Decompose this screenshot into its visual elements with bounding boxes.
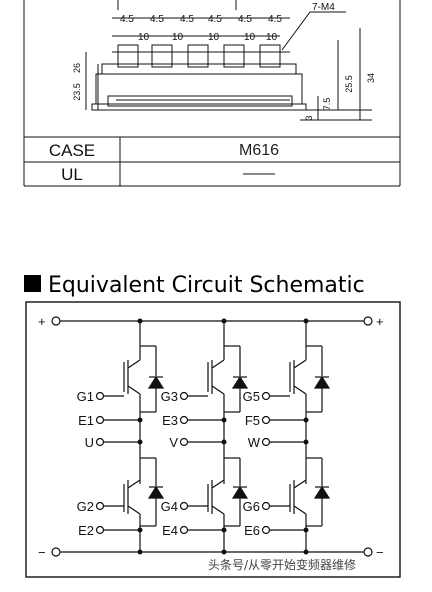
pitch-dim-2: 4.5 <box>150 14 164 25</box>
left-dim-26: 26 <box>72 63 82 73</box>
ul-label: UL <box>61 165 83 184</box>
gate-label-g4: G4 <box>161 499 178 514</box>
upper-emitter-labels: E1 E3 F5 <box>78 413 260 428</box>
gate-label-g3: G3 <box>161 389 178 404</box>
left-dim-23-5: 23.5 <box>72 83 82 101</box>
case-value: M616 <box>239 142 279 159</box>
right-dim-7-5: 7.5 <box>322 98 332 111</box>
phase-label-v: V <box>169 435 178 450</box>
left-dimensions: 26 23.5 <box>72 63 82 101</box>
minus-terminal-label: − <box>38 545 46 560</box>
schematic-title: Equivalent Circuit Schematic <box>48 273 365 298</box>
lower-gate-labels: G2 G4 G6 <box>77 499 260 514</box>
case-label: CASE <box>49 141 95 160</box>
title-square-icon <box>24 275 41 292</box>
pitch-dim-1: 4.5 <box>120 14 134 25</box>
schematic <box>25 301 401 578</box>
right-dim-3: 3 <box>304 115 314 120</box>
pitch-dimensions: 4.5 4.5 4.5 4.5 4.5 4.5 <box>120 14 282 25</box>
gate-label-g6: G6 <box>243 499 260 514</box>
pitch-dim-5: 4.5 <box>238 14 252 25</box>
emitter-label-e6: E6 <box>244 523 260 538</box>
mechanical-drawing <box>23 0 401 186</box>
gate-label-g2: G2 <box>77 499 94 514</box>
gate-label-g1: G1 <box>77 389 94 404</box>
emitter-label-e1: E1 <box>78 413 94 428</box>
width-dim-3: 10 <box>208 32 220 43</box>
pitch-dim-3: 4.5 <box>180 14 194 25</box>
screw-label: 7-M4 <box>312 2 335 13</box>
width-dim-1: 10 <box>138 32 150 43</box>
width-dimensions: 10 10 10 10 10 <box>138 32 278 43</box>
right-dim-34: 34 <box>366 73 376 83</box>
plus-terminal-label: + <box>38 314 46 329</box>
emitter-label-f5: F5 <box>245 413 260 428</box>
terminal-posts <box>112 44 290 68</box>
width-dim-2: 10 <box>172 32 184 43</box>
phase-label-w: W <box>248 435 261 450</box>
pitch-dim-6: 4.5 <box>268 14 282 25</box>
pitch-dim-4: 4.5 <box>208 14 222 25</box>
spec-table <box>24 136 400 187</box>
width-dim-4: 10 <box>244 32 256 43</box>
ul-value: —— <box>243 165 275 182</box>
emitter-label-e3: E3 <box>162 413 178 428</box>
emitter-label-e2: E2 <box>78 523 94 538</box>
phase-labels: U V W <box>85 435 261 450</box>
right-dim-25-5: 25.5 <box>344 75 354 93</box>
upper-gate-labels: G1 G3 G5 <box>77 389 260 404</box>
gate-label-g5: G5 <box>243 389 260 404</box>
right-dimensions: 25.5 34 7.5 3 <box>304 73 376 121</box>
watermark: 头条号/从零开始变频器维修 <box>208 557 356 572</box>
width-dim-5: 10 <box>266 32 278 43</box>
lower-emitter-labels: E2 E4 E6 <box>78 523 260 538</box>
emitter-label-e4: E4 <box>162 523 178 538</box>
plus-terminal-label-right: + <box>376 314 384 329</box>
minus-terminal-label-right: − <box>376 545 384 560</box>
phase-label-u: U <box>85 435 94 450</box>
